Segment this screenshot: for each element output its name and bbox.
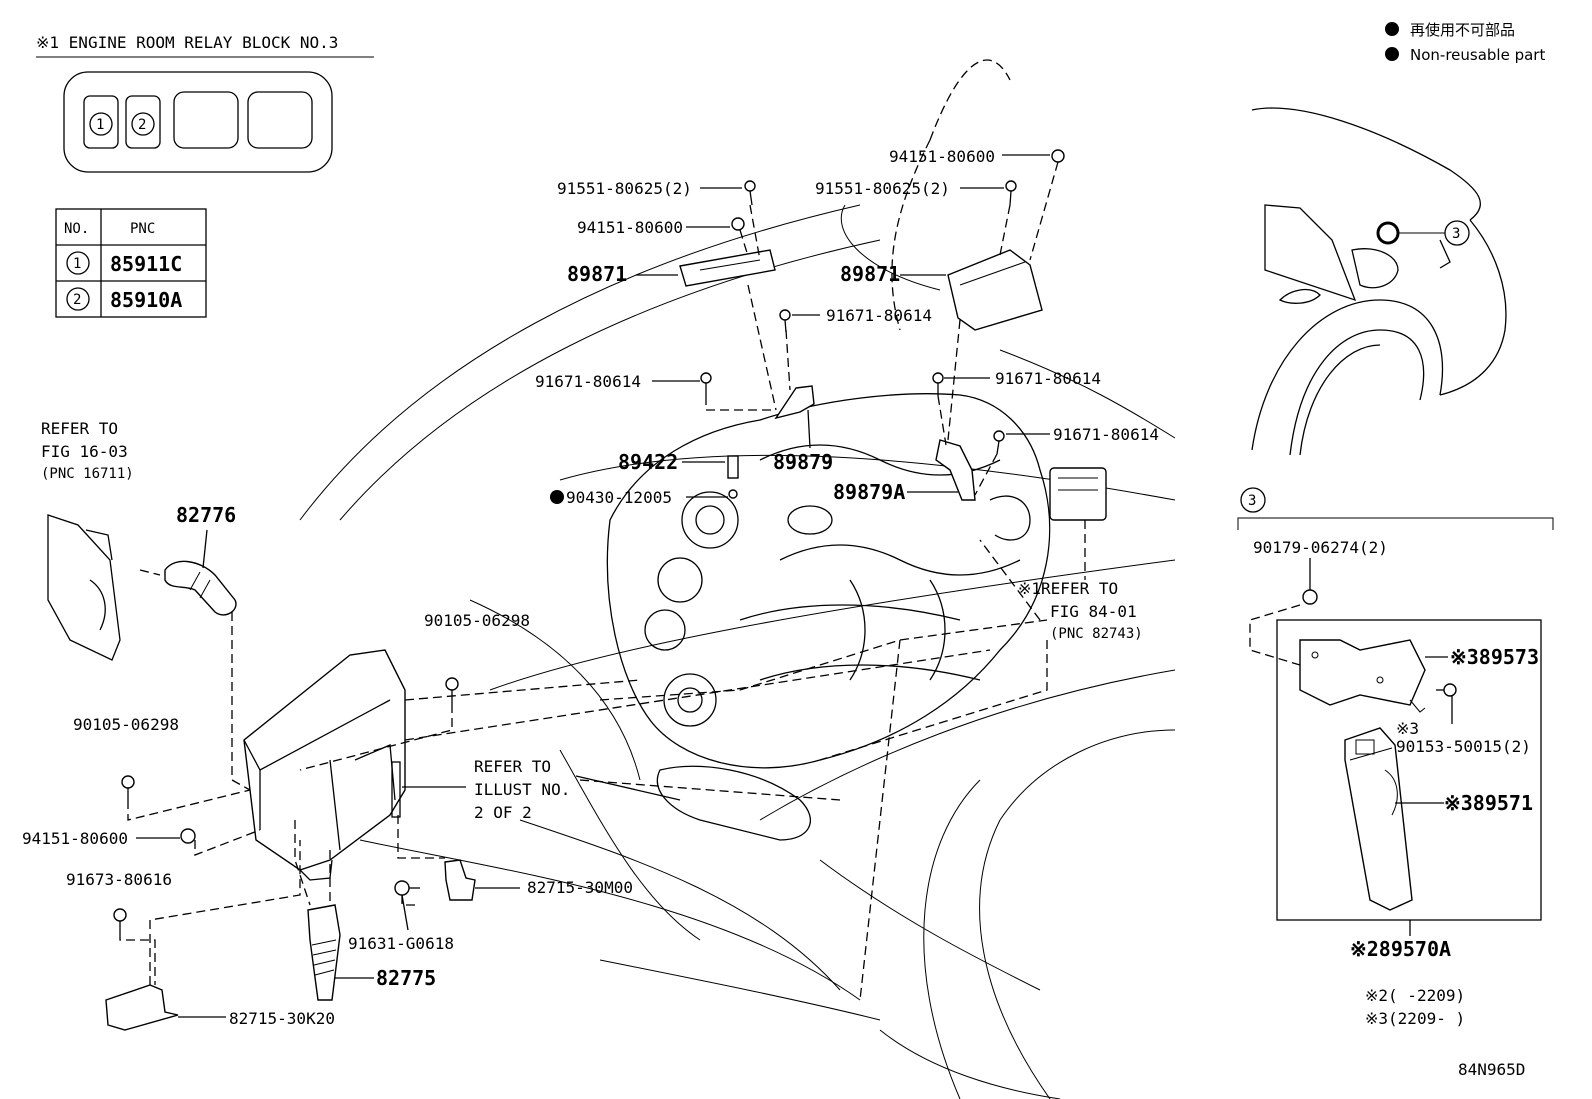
legend-jp: 再使用不可部品 (1410, 21, 1515, 39)
relay-block-title: ※1 ENGINE ROOM RELAY BLOCK NO.3 (36, 33, 338, 52)
non-reusable-dot-icon (550, 490, 564, 504)
slot-1-circle (89, 112, 113, 136)
slot-1-number: 1 (96, 117, 104, 133)
ref-illust-line3: 2 OF 2 (474, 803, 532, 822)
part-label: 91671-80614 (1053, 425, 1159, 444)
part-label: 90430-12005 (566, 488, 672, 507)
part-label: 82715-30M00 (527, 878, 633, 897)
air-cleaner-case (243, 649, 406, 871)
table-row-2-pnc: 85910A (110, 288, 182, 312)
part-label: 91673-80616 (66, 870, 172, 889)
radiator-fig-16-03 (47, 514, 121, 661)
relay-block-outline (63, 71, 333, 173)
bracket-89879A (935, 439, 976, 501)
ecu-89571 (1344, 727, 1413, 911)
part-label: 94151-80600 (22, 829, 128, 848)
applicability-note-3: ※3(2209- ) (1365, 1009, 1465, 1028)
part-label: 89871 (840, 262, 900, 286)
non-reusable-dot-icon (1385, 22, 1399, 36)
ecu-89871-right (947, 249, 1043, 331)
legend-en: Non-reusable part (1410, 46, 1545, 64)
part-label: ※389571 (1444, 791, 1533, 815)
ref-fig-16-03-line3: (PNC 16711) (41, 466, 134, 482)
part-label: ※389573 (1450, 645, 1539, 669)
table-header-pnc: PNC (130, 221, 155, 237)
part-label: 90179-06274(2) (1253, 538, 1388, 557)
detail-3-section: 3 (1237, 487, 1554, 936)
part-label: 91671-80614 (995, 369, 1101, 388)
part-label: 90105-06298 (424, 611, 530, 630)
vehicle-body-outline (299, 59, 1176, 1099)
table-header-no: NO. (64, 221, 89, 237)
bolt-icon (700, 149, 1065, 455)
ref-illust-line2: ILLUST NO. (474, 780, 570, 799)
part-label: 82776 (176, 503, 236, 527)
part-label: 94151-80600 (889, 147, 995, 166)
relay-slot-2 (125, 95, 161, 149)
part-label: 90153-50015(2) (1396, 737, 1531, 756)
bracket-89879 (774, 385, 815, 420)
engine-assembly (606, 393, 1107, 841)
part-label: 89879 (773, 450, 833, 474)
part-label: 91671-80614 (535, 372, 641, 391)
table-row-2-no: 2 (73, 292, 81, 308)
bracket-89871-left (679, 249, 776, 287)
part-label: 82775 (376, 966, 436, 990)
part-label: 82715-30K20 (229, 1009, 335, 1028)
relay-block-82743 (1049, 467, 1107, 521)
callout-3-circle (1444, 220, 1470, 246)
part-label: 89879A (833, 480, 905, 504)
ref-illust-line1: REFER TO (474, 757, 551, 776)
slot-2-circle (131, 112, 155, 136)
part-label: 91671-80614 (826, 306, 932, 325)
part-label-note: ※3 (1396, 719, 1419, 738)
ref-fig-84-01-line2: FIG 84-01 (1050, 602, 1137, 621)
ref-fig-84-01-line1: ※1REFER TO (1018, 579, 1118, 598)
ecu-parts (679, 149, 1065, 501)
bolt-icon (1443, 683, 1457, 697)
part-label: 89871 (567, 262, 627, 286)
leader-lines-top (636, 154, 1059, 498)
table-row-1-pnc: 85911C (110, 252, 182, 276)
part-label: 91551-80625(2) (815, 179, 950, 198)
pnc-table (55, 208, 207, 318)
non-reusable-dot-icon (1385, 47, 1399, 61)
ref-fig-16-03-line2: FIG 16-03 (41, 442, 128, 461)
part-label: 94151-80600 (577, 218, 683, 237)
part-label: 91551-80625(2) (557, 179, 692, 198)
legend: 再使用不可部品 Non-reusable part (1385, 21, 1545, 64)
left-parts (47, 514, 1086, 1031)
relay-slot-4 (247, 91, 313, 149)
part-label: 89422 (618, 450, 678, 474)
applicability-note-2: ※2( -2209) (1365, 986, 1465, 1005)
fuel-lid-opener-circle (1376, 221, 1400, 245)
bolt-icon (113, 677, 459, 932)
rear-vehicle-view: 3 (1251, 107, 1507, 456)
nut-icon (1302, 589, 1318, 605)
ref-fig-84-01-line3: (PNC 82743) (1050, 626, 1143, 642)
part-label: 90105-06298 (73, 715, 179, 734)
detail-box (1276, 619, 1542, 921)
section-3-marker: 3 (1248, 493, 1256, 509)
figure-code: 84N965D (1458, 1060, 1525, 1079)
relay-slot-3 (173, 91, 239, 149)
bracket-82715-30M00 (444, 859, 476, 901)
bracket-82715-30K20 (105, 984, 179, 1031)
part-labels: 91551-80625(2) 94151-80600 89871 94151-8… (22, 147, 1539, 1079)
callout-3-label: 3 (1452, 226, 1460, 242)
hose-82776 (164, 560, 237, 616)
part-label: ※289570A (1350, 937, 1451, 961)
relay-block-section: ※1 ENGINE ROOM RELAY BLOCK NO.3 1 2 NO. … (36, 33, 374, 318)
slot-2-number: 2 (138, 117, 146, 133)
relay-slot-1 (83, 95, 119, 149)
ref-fig-16-03-line1: REFER TO (41, 419, 118, 438)
part-label: 91631-G0618 (348, 934, 454, 953)
table-row-1-no: 1 (73, 256, 81, 272)
sensor-89422 (727, 455, 739, 479)
bracket-89573 (1299, 639, 1426, 706)
gasket-90430 (728, 489, 738, 499)
